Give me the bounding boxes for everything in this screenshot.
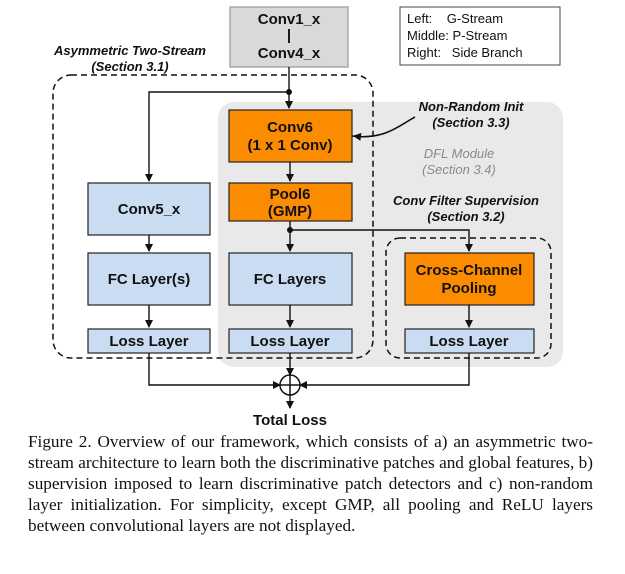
figure-caption: Figure 2. Overview of our framework, whi… [28, 432, 593, 535]
non-random-init-pointer [353, 116, 416, 141]
pooling-label: Pooling [442, 280, 497, 297]
fc-middle-label: FC Layers [254, 271, 327, 288]
cross-channel-label: Cross-Channel [416, 262, 523, 279]
legend-right: Right: Side Branch [407, 45, 523, 60]
junction-dot-pool6 [287, 227, 293, 233]
loss-left-label: Loss Layer [109, 333, 188, 350]
arrow-right-to-sum [299, 353, 470, 389]
arrow-to-conv5 [145, 91, 289, 182]
conv5-box [87, 182, 211, 236]
pool6-sub-label: (GMP) [268, 203, 312, 220]
two-stream-title: Asymmetric Two-Stream [53, 43, 206, 58]
two-stream-region [52, 74, 374, 359]
conv-range-bar: | [287, 27, 291, 44]
conv6-box [228, 109, 353, 163]
dfl-module-title: DFL Module [424, 146, 495, 161]
conv6-label: Conv6 [267, 119, 313, 136]
junction-dot-top [286, 89, 292, 95]
framework-diagram: Left: G-Stream Middle: P-Stream Right: S… [52, 6, 563, 429]
arrow-to-cross-channel [290, 229, 473, 252]
non-random-init-title: Non-Random Init [419, 99, 524, 114]
fc-left-label: FC Layer(s) [108, 271, 191, 288]
sum-node [279, 374, 301, 396]
conv5-label: Conv5_x [118, 201, 181, 218]
total-loss-label: Total Loss [253, 412, 327, 429]
legend-box [399, 6, 561, 66]
fc-middle-box [228, 252, 353, 306]
loss-right-label: Loss Layer [429, 333, 508, 350]
legend-middle: Middle: P-Stream [407, 28, 507, 43]
pool6-label: Pool6 [270, 186, 311, 203]
dfl-module-section: (Section 3.4) [422, 162, 496, 177]
pool6-box [228, 182, 353, 222]
conv6-sub-label: (1 x 1 Conv) [247, 137, 332, 154]
conv1-label: Conv1_x [258, 11, 321, 28]
supervision-section: (Section 3.2) [427, 209, 504, 224]
connectors [145, 67, 473, 409]
cross-channel-pooling-box [404, 252, 535, 306]
non-random-init-section: (Section 3.3) [432, 115, 509, 130]
conv1-conv4-block [229, 6, 349, 68]
legend-left: Left: G-Stream [407, 11, 503, 26]
loss-right-box [404, 328, 535, 354]
conv4-label: Conv4_x [258, 45, 321, 62]
loss-middle-label: Loss Layer [250, 333, 329, 350]
two-stream-section: (Section 3.1) [91, 59, 168, 74]
arrow-left-to-sum [148, 353, 281, 389]
fc-left-box [87, 252, 211, 306]
supervision-title: Conv Filter Supervision [393, 193, 539, 208]
